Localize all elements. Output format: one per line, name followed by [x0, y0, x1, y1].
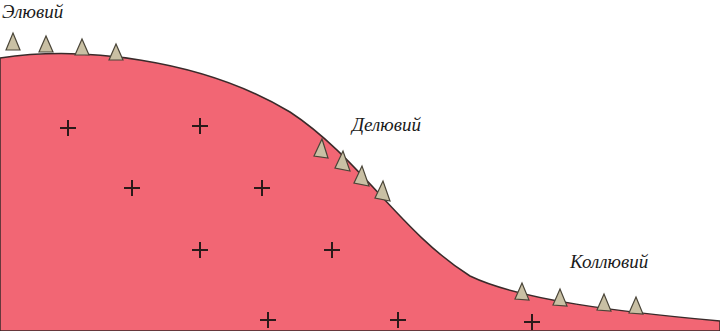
deposit-label: Элювий: [2, 2, 63, 23]
debris-fragments: [6, 33, 643, 314]
bedrock-hill: [0, 54, 720, 331]
granite-marks: [60, 118, 540, 330]
deposit-label: Коллювий: [570, 252, 648, 273]
deposit-label: Делювий: [352, 115, 421, 136]
